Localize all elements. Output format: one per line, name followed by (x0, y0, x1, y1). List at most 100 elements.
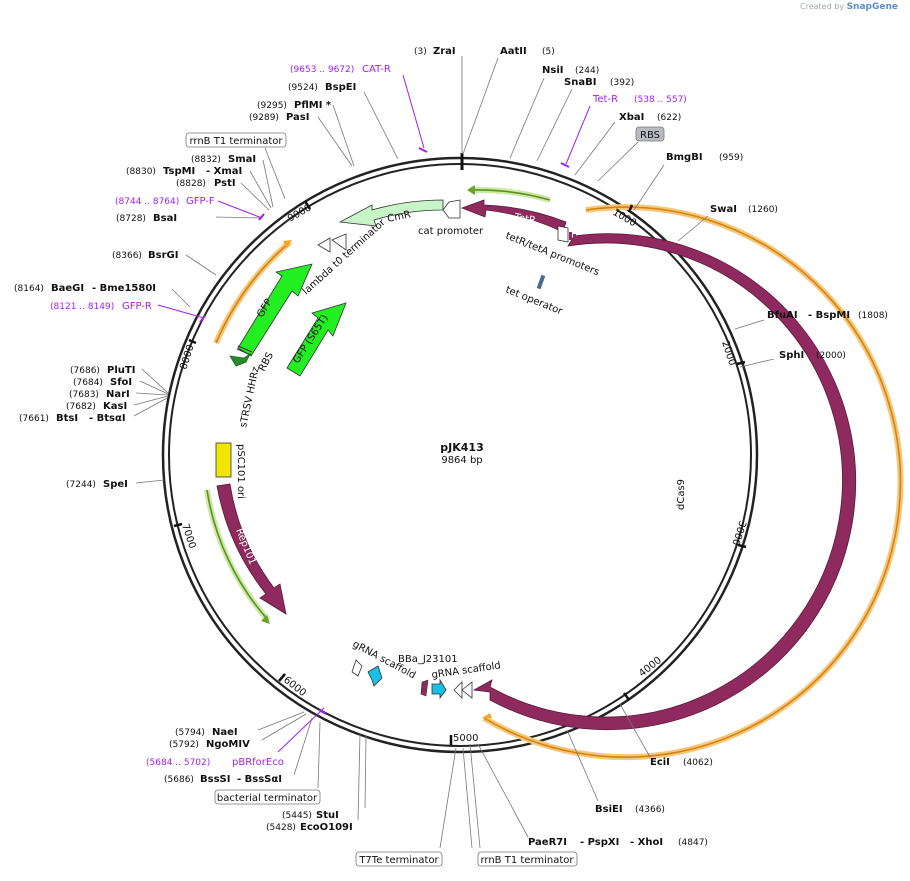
feature-dcas9: dCas9 (472, 233, 857, 731)
site-spei[interactable]: SpeI (103, 479, 128, 490)
pos-btsi: (7661) (19, 414, 49, 424)
site-nsii[interactable]: NsiI (542, 65, 563, 76)
primer-cat-r-range: (9653 .. 9672) (290, 65, 354, 75)
primer-tet-r-range: (538 .. 557) (634, 95, 687, 105)
primer-cat-r[interactable]: CAT-R (362, 64, 391, 75)
feature-label-tetr: TetR (512, 212, 536, 227)
site-tspmi[interactable]: TspMI (163, 166, 195, 177)
feature-cmr: CmR (338, 199, 444, 227)
site-ngomiv[interactable]: NgoMIV (206, 739, 250, 750)
site-bsai[interactable]: BsaI (153, 213, 177, 224)
tick-1000: 1000 (611, 207, 639, 229)
site-bfuai[interactable]: BfuAI (767, 310, 798, 321)
tick-7000: 7000 (179, 523, 197, 551)
feature-label-bba: BBa_J23101 (398, 654, 458, 665)
lambda-t0-terminator-arrows (317, 233, 347, 253)
feature-gfp: GFP (237, 263, 313, 357)
pos-sphi: (2000) (816, 351, 846, 361)
site-bsrgi[interactable]: BsrGI (148, 250, 178, 261)
site-xbai[interactable]: XbaI (619, 112, 644, 123)
site-ecoo109i[interactable]: EcoO109I (300, 822, 353, 833)
tetr-teta-promoter-arrow (557, 225, 569, 243)
site-btsai[interactable]: - BtsαI (89, 413, 126, 424)
site-sphi[interactable]: SphI (779, 350, 804, 361)
tet-operator-marks (569, 232, 576, 242)
site-pspxi[interactable]: - PspXI (580, 837, 619, 848)
rbs-box (635, 126, 665, 142)
site-bme1580i[interactable]: - Bme1580I (92, 283, 156, 294)
tick-8000: 8000 (178, 343, 196, 371)
site-baegi[interactable]: BaeGI (51, 283, 84, 294)
pos-bspei: (9524) (288, 83, 318, 93)
primer-gfp-r-range: (8121 .. 8149) (50, 302, 114, 312)
orf-arc-rep101 (204, 489, 271, 622)
site-naei[interactable]: NaeI (212, 727, 238, 738)
cat-promoter-arrow (442, 199, 461, 219)
primer-marks (157, 74, 591, 753)
site-paer7i[interactable]: PaeR7I (528, 837, 567, 848)
grna-scaffold-left (351, 659, 383, 687)
site-swai[interactable]: SwaI (710, 204, 737, 215)
site-bsssi[interactable]: BssSI (200, 774, 230, 785)
site-btsi[interactable]: BtsI (56, 413, 78, 424)
site-snabi[interactable]: SnaBI (564, 77, 596, 88)
rrnb-bottom-box (477, 851, 578, 867)
site-bspei[interactable]: BspEI (325, 82, 356, 93)
feature-label-lambda-t0: lambda t0 terminator (301, 217, 389, 298)
tet-operator-block (536, 274, 546, 290)
site-ecii[interactable]: EciI (650, 757, 670, 768)
feature-label-cat-promoter: cat promoter (418, 226, 484, 237)
primer-pbrforeco[interactable]: pBRforEco (232, 757, 284, 768)
site-bmgbi[interactable]: BmgBI (666, 152, 703, 163)
feature-label-cmr: CmR (386, 209, 411, 225)
rrnb-top-box (185, 132, 287, 148)
pos-sfoi: (7684) (73, 378, 103, 388)
pos-psti: (8828) (176, 179, 206, 189)
pos-smai: (8832) (191, 155, 221, 165)
tick-5000: 5000 (453, 733, 478, 744)
site-xmai[interactable]: - XmaI (206, 166, 242, 177)
pos-pasi: (9289) (249, 113, 279, 123)
site-pluti[interactable]: PluTI (107, 365, 135, 376)
pos-pflmi: (9295) (257, 101, 287, 111)
rbs-marks (236, 345, 253, 356)
site-aatii[interactable]: AatII (500, 46, 527, 57)
pos-stui: (5445) (282, 811, 312, 821)
map-length: 9864 bp (441, 455, 482, 466)
orf-arcs (204, 185, 904, 761)
t7te-label: T7Te terminator (358, 855, 439, 866)
pos-ecii: (4062) (683, 758, 713, 768)
pos-tspmi: (8830) (126, 167, 156, 177)
bacterial-terminator-label: bacterial terminator (217, 793, 318, 804)
primer-tet-r[interactable]: Tet-R (592, 94, 618, 105)
site-nari[interactable]: NarI (106, 389, 130, 400)
pos-bmgbi: (959) (719, 153, 743, 163)
pos-paer7i: (4847) (678, 838, 708, 848)
site-bspmi[interactable]: - BspMI (808, 310, 850, 321)
site-psti[interactable]: PstI (214, 178, 236, 189)
primer-gfp-f-range: (8744 .. 8764) (115, 197, 179, 207)
pos-nsii: (244) (575, 66, 599, 76)
site-smai[interactable]: SmaI (228, 154, 256, 165)
primer-gfp-f[interactable]: GFP-F (186, 196, 215, 207)
pos-ecoo109i: (5428) (266, 823, 296, 833)
feature-tetr: TetR (460, 199, 567, 233)
psc101-ori-block (215, 442, 232, 478)
site-bsssai[interactable]: - BssSαI (237, 774, 282, 785)
site-kasi[interactable]: KasI (103, 401, 127, 412)
primer-gfp-r[interactable]: GFP-R (122, 301, 152, 312)
pos-kasi: (7682) (66, 402, 96, 412)
site-pflmi[interactable]: PflMI * (294, 100, 332, 111)
site-xhoi[interactable]: - XhoI (630, 837, 663, 848)
pos-bfuai: (1808) (858, 311, 888, 321)
site-sfoi[interactable]: SfoI (110, 377, 132, 388)
site-pasi[interactable]: PasI (286, 112, 309, 123)
site-zrai[interactable]: ZraI (433, 46, 456, 57)
rbs-box-label: RBS (640, 130, 660, 141)
strsv-hhrz-arrow (229, 352, 252, 367)
site-stui[interactable]: StuI (316, 810, 339, 821)
site-bsiei[interactable]: BsiEI (595, 804, 623, 815)
pos-swai: (1260) (748, 205, 778, 215)
t7te-box (355, 851, 443, 867)
pos-nari: (7683) (69, 390, 99, 400)
